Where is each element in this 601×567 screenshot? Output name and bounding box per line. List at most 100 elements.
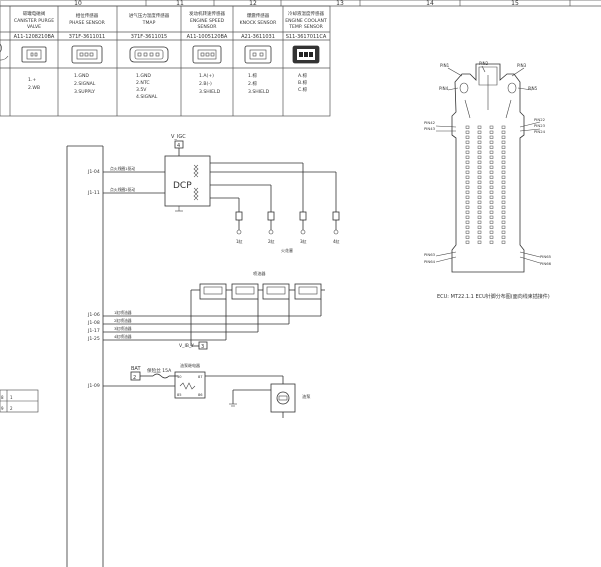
connector-pin — [501, 160, 506, 164]
column-label: 14 — [426, 0, 434, 7]
connector-pin — [489, 195, 494, 199]
svg-text:371F-3611015: 371F-3611015 — [131, 34, 168, 40]
connector-pin — [465, 170, 470, 174]
connector-pin — [489, 160, 494, 164]
svg-text:2: 2 — [10, 406, 13, 411]
connector-pin — [489, 155, 494, 159]
sensor-table: 碳罐电磁阀 CANISTER PURGE VALVE A11-1208210BA… — [0, 5, 331, 117]
connector-pin — [465, 235, 470, 239]
connector-pin — [477, 170, 482, 174]
connector-pin — [489, 130, 494, 134]
connector-pin — [501, 215, 506, 219]
svg-text:30: 30 — [177, 375, 182, 379]
connector-pin — [465, 145, 470, 149]
connector-pin — [465, 240, 470, 244]
spark-plug-caption: 火花塞 — [281, 247, 293, 253]
svg-text:371F-3611011: 371F-3611011 — [69, 34, 106, 40]
svg-text:3.SHIELD: 3.SHIELD — [248, 89, 270, 95]
connector-pin — [477, 160, 482, 164]
svg-text:3.SUPPLY: 3.SUPPLY — [74, 89, 95, 95]
svg-text:PIN66: PIN66 — [540, 261, 552, 266]
svg-text:3缸: 3缸 — [300, 238, 307, 244]
connector-pin — [501, 185, 506, 189]
connector-pin — [501, 155, 506, 159]
connector-pin — [465, 205, 470, 209]
svg-text:A11-1208210BA: A11-1208210BA — [14, 34, 55, 40]
ecu-pin: J1-11 — [87, 190, 100, 196]
connector-pin — [489, 240, 494, 244]
connector-pin — [465, 185, 470, 189]
connector-pin — [477, 230, 482, 234]
column-label: 13 — [336, 0, 344, 7]
ecu-caption: ECU: MT22.1.1 ECU针脚分布图(面向线束插接件) — [437, 293, 550, 300]
svg-text:TEMP. SENSOR: TEMP. SENSOR — [288, 24, 323, 30]
column-label: 10 — [74, 0, 82, 7]
svg-text:A21-3611031: A21-3611031 — [241, 34, 275, 40]
connector-pin — [489, 190, 494, 194]
svg-text:爆震传感器: 爆震传感器 — [247, 12, 270, 19]
connector-pin — [501, 240, 506, 244]
connector-pin — [465, 215, 470, 219]
connector-pin — [489, 235, 494, 239]
connector-pin — [477, 180, 482, 184]
injector — [231, 283, 259, 300]
connector-pin — [465, 165, 470, 169]
connector-pin — [465, 130, 470, 134]
connector-pin — [501, 220, 506, 224]
connector-pin — [477, 215, 482, 219]
connector-pin — [465, 190, 470, 194]
svg-text:3: 3 — [201, 344, 204, 350]
connector-pin — [465, 210, 470, 214]
svg-text:B.棕: B.棕 — [298, 79, 308, 86]
connector-pin — [489, 230, 494, 234]
svg-text:进气压力温度传感器: 进气压力温度传感器 — [129, 12, 170, 19]
svg-text:1.棕: 1.棕 — [248, 72, 257, 79]
connector-pin — [489, 140, 494, 144]
connector-pin — [501, 150, 506, 154]
connector-pin — [501, 205, 506, 209]
connector-pin — [501, 175, 506, 179]
pump-motor-label: 油泵 — [302, 393, 310, 400]
connector-pin — [465, 150, 470, 154]
connector-pin — [465, 230, 470, 234]
connector-pin — [465, 155, 470, 159]
connector-pin — [477, 150, 482, 154]
sensor-engine-speed: 发动机转速传感器 ENGINE SPEED SENSOR A11-1005120… — [187, 10, 228, 95]
spark-plug — [332, 211, 340, 235]
svg-text:点火线圈1驱动: 点火线圈1驱动 — [110, 166, 135, 171]
svg-text:4.SIGNAL: 4.SIGNAL — [136, 94, 158, 100]
svg-text:PIN22: PIN22 — [534, 117, 546, 122]
svg-text:8: 8 — [1, 395, 4, 400]
dcp-label: DCP — [173, 181, 192, 191]
connector-pin — [477, 130, 482, 134]
ecu-pin: J1-17 — [87, 328, 100, 334]
connector-pin — [477, 190, 482, 194]
svg-text:87: 87 — [198, 375, 203, 379]
connector-pin — [489, 170, 494, 174]
connector-pin — [477, 125, 482, 129]
connector-pin — [465, 160, 470, 164]
connector-pin — [489, 175, 494, 179]
connector-pin — [465, 195, 470, 199]
connector-pin — [489, 150, 494, 154]
connector-pin — [477, 200, 482, 204]
bat-label: BAT — [131, 366, 141, 372]
connector-pin — [465, 125, 470, 129]
svg-text:1: 1 — [10, 395, 13, 400]
svg-text:2缸喷油器: 2缸喷油器 — [114, 318, 132, 323]
dcp-ignition: V_IGC 4 DCP J1-04 J1-11 点火线圈1驱动 点火线圈2驱动 — [87, 134, 340, 253]
column-label: 12 — [249, 0, 257, 7]
connector-pin — [477, 155, 482, 159]
connector-pin — [477, 235, 482, 239]
connector-pin — [501, 200, 506, 204]
spark-plug — [235, 211, 243, 235]
connector-pin — [501, 145, 506, 149]
svg-text:冷却液温度传感器: 冷却液温度传感器 — [288, 10, 324, 17]
svg-text:PIN5: PIN5 — [528, 86, 538, 91]
svg-text:3.SHIELD: 3.SHIELD — [199, 89, 221, 95]
connector-pin — [489, 215, 494, 219]
svg-text:KNOCK SENSOR: KNOCK SENSOR — [240, 20, 278, 26]
svg-text:PIN1: PIN1 — [440, 63, 450, 68]
connector-pin — [489, 125, 494, 129]
